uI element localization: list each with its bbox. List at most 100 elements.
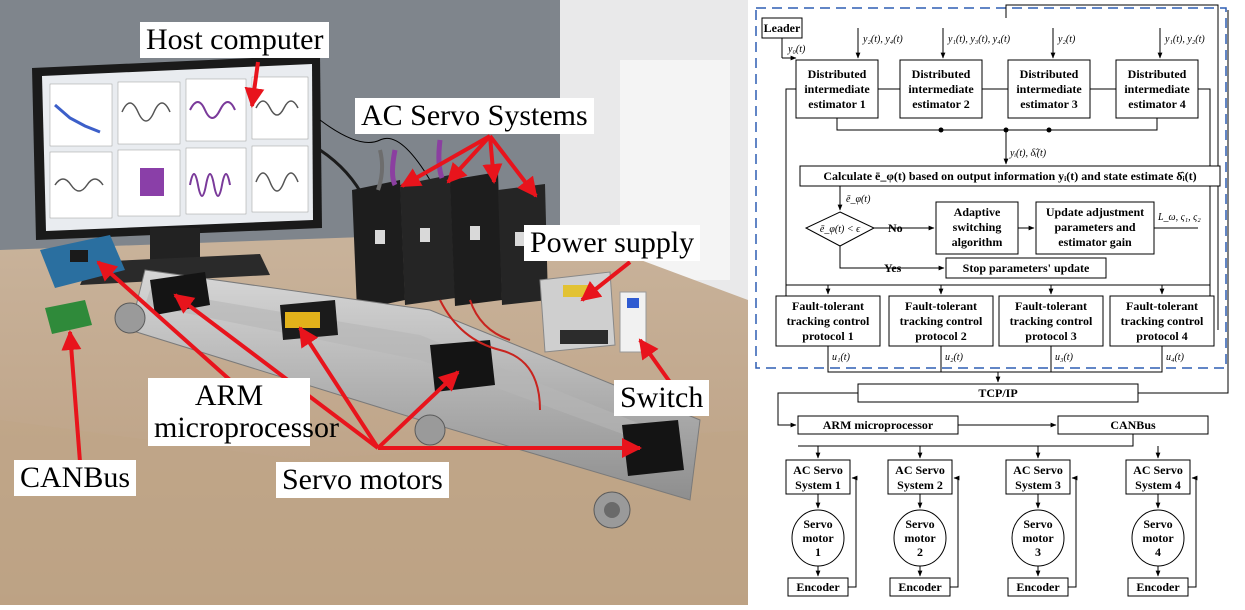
ctrl-2-line-1: Fault-tolerant <box>905 299 977 313</box>
motor-1-line-3: 1 <box>815 545 821 559</box>
arrow-servo-system-2 <box>446 134 492 184</box>
update-parameters-box: Update adjustment parameters and estimat… <box>1035 201 1155 255</box>
motor-1-line-1: Servo <box>803 517 832 531</box>
estimator-1: Distributed intermediate estimator 1 <box>795 59 879 119</box>
control-signal-2: u₂(t) <box>945 352 964 363</box>
ac-servo-drives <box>352 139 548 310</box>
servo-sys-3-line-2: System 3 <box>1015 478 1061 492</box>
arrow-servo-system-4 <box>488 134 538 198</box>
ctrl-1-line-3: protocol 1 <box>802 329 853 343</box>
block-diagram-svg: Leader y₀(t) y₂(t), y₄(t) y₁(t), y₃(t), … <box>755 4 1229 597</box>
ctrl-4-line-3: protocol 4 <box>1136 329 1187 343</box>
arrow-motor-3 <box>376 370 460 450</box>
label-ac-servo-systems: AC Servo Systems <box>355 98 594 134</box>
junction-1 <box>938 127 944 133</box>
servo-sys-2-line-1: AC Servo <box>895 463 945 477</box>
control-signal-4: u₄(t) <box>1166 352 1185 363</box>
motor-1-line-2: motor <box>802 531 834 545</box>
arrow-servo-system-3 <box>482 135 503 184</box>
servo-channel-3: AC Servo System 3 Servo motor 3 Encoder <box>1005 446 1078 597</box>
adaptive-line-3: algorithm <box>952 235 1003 249</box>
right-loop <box>1198 88 1211 330</box>
estimator-4: Distributed intermediate estimator 4 <box>1115 59 1199 119</box>
no-label: No <box>888 221 903 235</box>
servo-sys-1-line-2: System 1 <box>795 478 841 492</box>
canbus-bus <box>798 434 1134 447</box>
ctrl-4-line-1: Fault-tolerant <box>1126 299 1198 313</box>
monitor-plots <box>49 76 309 219</box>
label-arm-line2: microprocessor <box>154 411 339 444</box>
top-signal-3: y₂(t) <box>1057 34 1076 45</box>
ctrl-2-line-3: protocol 2 <box>915 329 966 343</box>
arrow-canbus <box>61 330 82 463</box>
controller-2: Fault-tolerant tracking control protocol… <box>888 295 994 347</box>
motor-4-line-2: motor <box>1142 531 1174 545</box>
motor-4-line-3: 4 <box>1155 545 1161 559</box>
est-2-line-2: intermediate <box>908 82 974 96</box>
control-block-diagram: Leader y₀(t) y₂(t), y₄(t) y₁(t), y₃(t), … <box>748 0 1245 605</box>
top-signal-2: y₁(t), y₃(t), y₄(t) <box>947 34 1011 45</box>
ctrl-1-line-1: Fault-tolerant <box>792 299 864 313</box>
yes-label: Yes <box>884 261 902 275</box>
servo-sys-3-line-1: AC Servo <box>1013 463 1063 477</box>
controller-4: Fault-tolerant tracking control protocol… <box>1109 295 1215 347</box>
top-signal-4: y₁(t), y₂(t) <box>1164 34 1205 45</box>
encoder-3: Encoder <box>1016 580 1060 594</box>
controller-boundary <box>755 7 1227 369</box>
calc-output-label: ē_φ(t) <box>846 194 871 205</box>
label-arm-microprocessor: ARM microprocessor <box>148 378 339 446</box>
label-servo-motors: Servo motors <box>276 462 449 498</box>
ctrl-3-line-2: tracking control <box>1010 314 1093 328</box>
update-line-1: Update adjustment <box>1046 205 1144 219</box>
encoder-4: Encoder <box>1136 580 1180 594</box>
est-4-line-1: Distributed <box>1128 67 1187 81</box>
est-2-line-3: estimator 2 <box>912 97 969 111</box>
motor-4-line-1: Servo <box>1143 517 1172 531</box>
servo-channel-2: AC Servo System 2 Servo motor 2 Encoder <box>887 446 960 597</box>
arrow-power-supply <box>580 260 632 302</box>
servo-channel-4: AC Servo System 4 Servo motor 4 Encoder <box>1125 446 1198 597</box>
encoder-1: Encoder <box>796 580 840 594</box>
label-arm-line1: ARM <box>194 379 264 412</box>
calculate-label: Calculate ē_φ(t) based on output informa… <box>823 169 1196 183</box>
est-1-line-1: Distributed <box>808 67 867 81</box>
label-host-computer: Host computer <box>140 22 330 58</box>
controller-3: Fault-tolerant tracking control protocol… <box>998 295 1104 347</box>
control-signal-3: u₃(t) <box>1055 352 1074 363</box>
canbus-label: CANBus <box>1110 418 1156 432</box>
controller-1: Fault-tolerant tracking control protocol… <box>775 295 881 347</box>
motor-3-line-3: 3 <box>1035 545 1041 559</box>
servo-sys-4-line-1: AC Servo <box>1133 463 1183 477</box>
ctrl-3-line-1: Fault-tolerant <box>1015 299 1087 313</box>
estimator-bus <box>836 118 1158 131</box>
ctrl-4-line-2: tracking control <box>1121 314 1204 328</box>
label-switch: Switch <box>614 380 710 416</box>
ctrl-2-line-2: tracking control <box>900 314 983 328</box>
arrow-motor-1 <box>173 293 380 450</box>
motor-3-line-1: Servo <box>1023 517 1052 531</box>
desk-front <box>0 420 748 605</box>
adaptive-line-1: Adaptive <box>954 205 1001 219</box>
est-1-line-3: estimator 1 <box>808 97 865 111</box>
label-canbus: CANBus <box>14 460 137 496</box>
calculate-box <box>799 165 1221 187</box>
left-loop <box>785 88 796 330</box>
est-1-line-2: intermediate <box>804 82 870 96</box>
motor-3-line-2: motor <box>1022 531 1054 545</box>
canbus-module <box>45 300 92 334</box>
est-3-line-1: Distributed <box>1020 67 1079 81</box>
arrow-servo-system-1 <box>400 134 491 188</box>
label-power-supply: Power supply <box>524 225 701 261</box>
experimental-platform-photo: Host computer AC Servo Systems Power sup… <box>0 0 748 605</box>
control-signal-1: u₁(t) <box>832 352 851 363</box>
servo-sys-1-line-1: AC Servo <box>793 463 843 477</box>
estimator-3: Distributed intermediate estimator 3 <box>1007 59 1091 119</box>
arm-label: ARM microprocessor <box>823 418 934 432</box>
control-signal-bus <box>827 346 1163 373</box>
decision-label: ē_φ(t) < ϵ <box>820 224 861 235</box>
update-line-2: parameters and <box>1055 220 1136 234</box>
motor-2-line-1: Servo <box>905 517 934 531</box>
stop-update-box <box>945 257 1107 279</box>
stop-update-label: Stop parameters' update <box>963 261 1090 275</box>
encoder-2: Encoder <box>898 580 942 594</box>
